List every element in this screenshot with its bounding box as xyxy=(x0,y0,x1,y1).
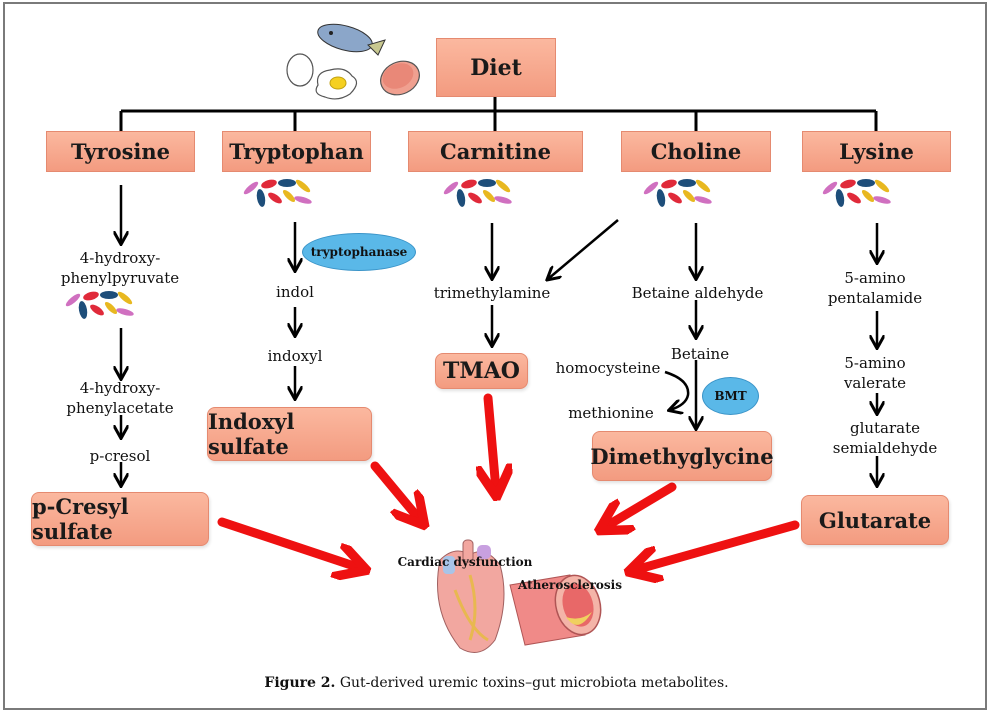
toxin-label: Glutarate xyxy=(818,507,932,533)
bacteria-icon xyxy=(821,177,892,208)
homocysteine-methionine-arrow xyxy=(664,370,690,410)
source-label: Lysine xyxy=(839,139,914,164)
outcome-label-cardiac-dysfunction: Cardiac dysfunction xyxy=(397,555,533,569)
source-box-carnitine: Carnitine xyxy=(408,131,583,172)
toxin-box-p-cresyl-sulfate: p-Cresyl sulfate xyxy=(31,492,209,546)
source-box-tyrosine: Tyrosine xyxy=(46,131,195,172)
source-label: Carnitine xyxy=(440,139,551,164)
flow-arrows xyxy=(121,185,877,485)
bacteria-icon xyxy=(242,177,313,208)
enzyme-label: BMT xyxy=(714,389,747,403)
intermediate-label: 4-hydroxy- phenylacetate xyxy=(66,379,174,417)
toxin-label: p-Cresyl sulfate xyxy=(32,494,129,544)
toxin-label: TMAO xyxy=(443,358,520,384)
bacteria-icon xyxy=(642,177,713,208)
source-box-choline: Choline xyxy=(621,131,771,172)
source-label: Choline xyxy=(650,139,742,164)
methionine-label: methionine xyxy=(568,404,654,422)
source-box-tryptophan: Tryptophan xyxy=(222,131,371,172)
enzyme-label: tryptophanase xyxy=(310,245,408,259)
diet-label: Diet xyxy=(470,54,522,81)
enzyme-bmt: BMT xyxy=(702,377,759,415)
intermediate-label: Betaine xyxy=(670,345,730,363)
intermediate-label: p-cresol xyxy=(89,447,151,465)
homocysteine-label: homocysteine xyxy=(555,359,661,377)
meat-icon xyxy=(380,60,420,96)
toxin-box-dimethyglycine: Dimethyglycine xyxy=(590,431,774,481)
intermediate-label: 4-hydroxy- phenylpyruvate xyxy=(60,249,180,287)
source-label: Tyrosine xyxy=(70,139,171,164)
outcome-label-atherosclerosis: Atherosclerosis xyxy=(518,578,622,592)
intermediate-label: indoxyl xyxy=(267,347,323,365)
effect-arrows xyxy=(217,393,800,570)
source-label: Tryptophan xyxy=(229,139,364,164)
caption-text: Gut-derived uremic toxins–gut microbiota… xyxy=(335,675,729,691)
toxin-label: Indoxyl sulfate xyxy=(208,409,295,459)
intermediate-label: indol xyxy=(276,283,314,301)
intermediate-label: Betaine aldehyde xyxy=(631,284,764,302)
enzyme-tryptophanase: tryptophanase xyxy=(302,233,416,271)
toxin-box-tmao: TMAO xyxy=(435,353,528,389)
heart-icon xyxy=(437,539,505,653)
intermediate-label: 5-amino valerate xyxy=(843,354,907,392)
bacteria-icon xyxy=(442,177,513,208)
intermediate-label: 5-amino pentalamide xyxy=(827,269,923,307)
toxin-label: Dimethyglycine xyxy=(590,443,774,469)
fried-egg-icon xyxy=(315,68,358,100)
source-box-lysine: Lysine xyxy=(802,131,951,172)
diet-box: Diet xyxy=(436,38,556,97)
intermediate-label: trimethylamine xyxy=(433,284,551,302)
toxin-box-glutarate: Glutarate xyxy=(801,495,949,545)
toxin-box-indoxyl-sulfate: Indoxyl sulfate xyxy=(207,407,372,461)
fish-icon xyxy=(317,23,386,56)
caption-label: Figure 2. xyxy=(264,675,336,691)
diet-tree-connector xyxy=(119,96,878,131)
bacteria-icon xyxy=(64,289,135,320)
egg-icon xyxy=(286,53,314,87)
intermediate-label: glutarate semialdehyde xyxy=(832,419,938,457)
figure-caption: Figure 2. Gut-derived uremic toxins–gut … xyxy=(0,675,993,691)
artery-icon xyxy=(509,574,602,646)
